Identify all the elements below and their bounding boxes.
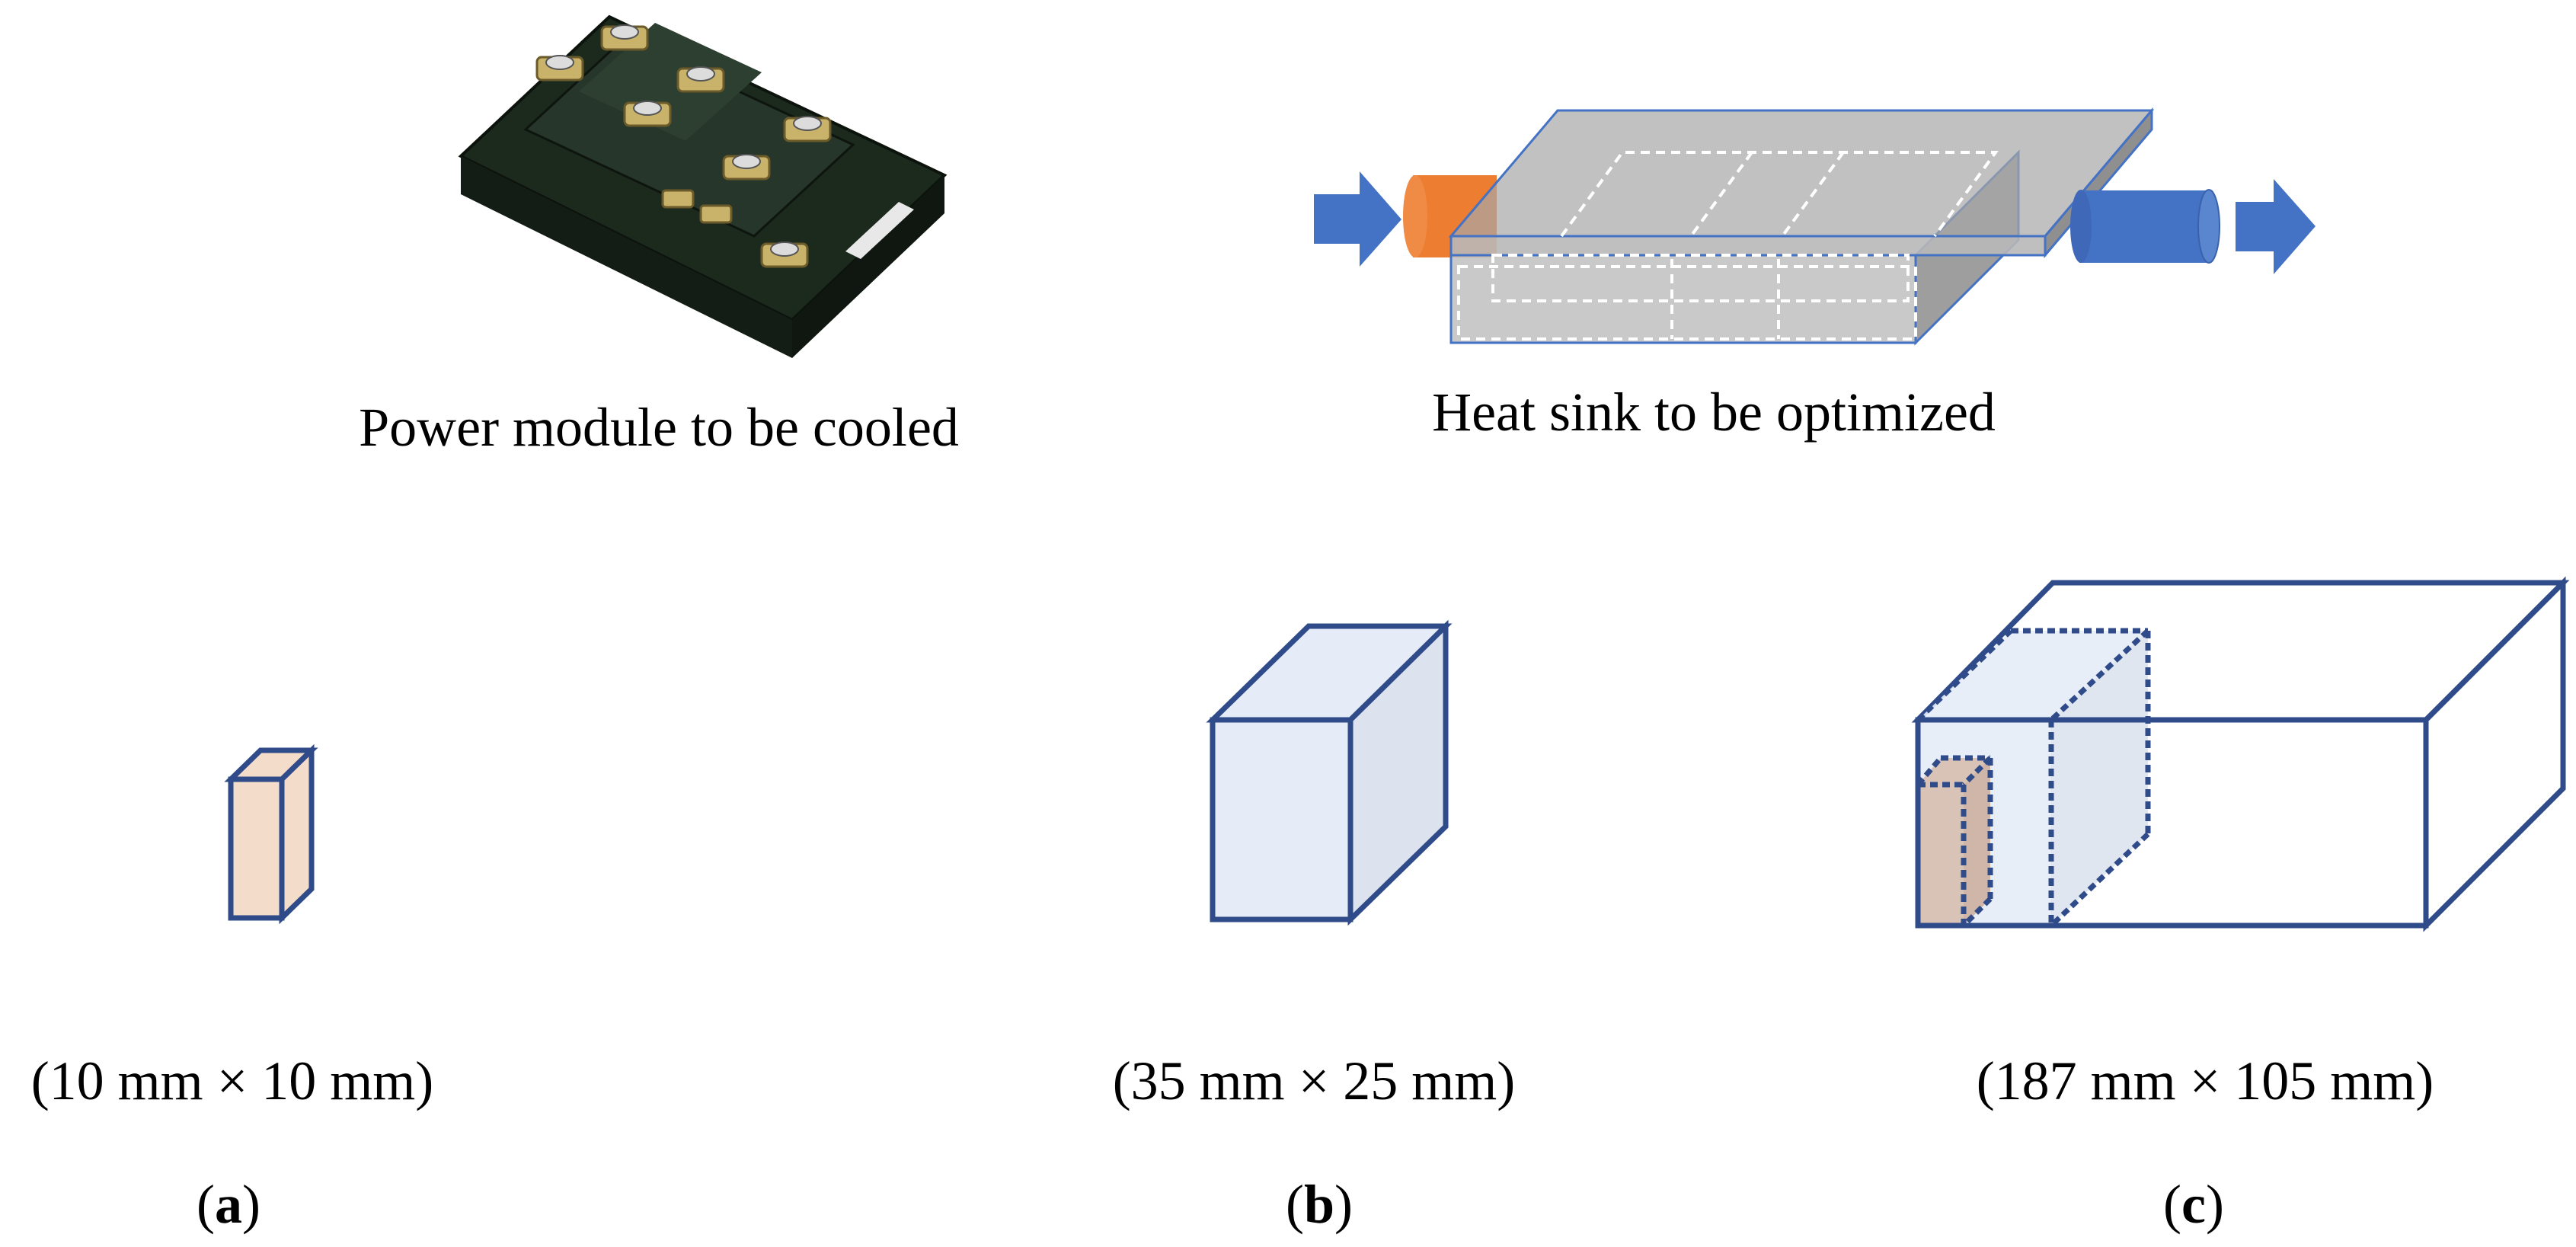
power-module-image [458, 14, 948, 358]
panel-a-box [224, 743, 318, 925]
outlet-pipe [2079, 190, 2209, 263]
panel-b-dimension: (35 mm × 25 mm) [1113, 1050, 1516, 1111]
panel-b-label: (b) [1286, 1174, 1353, 1235]
panel-b-box [1206, 619, 1453, 926]
panel-c-dimension: (187 mm × 105 mm) [1977, 1050, 2434, 1111]
panel-c-box [1911, 576, 2570, 932]
outlet-arrow-icon [2236, 179, 2316, 274]
panel-c-label: (c) [2163, 1174, 2224, 1235]
panel-a-dimension: (10 mm × 10 mm) [31, 1050, 434, 1111]
inlet-arrow-icon [1314, 171, 1401, 267]
heat-sink-image [1314, 107, 2316, 346]
panel-a-label: (a) [197, 1174, 260, 1235]
power-module-caption: Power module to be cooled [359, 397, 959, 458]
heat-sink-caption: Heat sink to be optimized [1432, 382, 1996, 443]
